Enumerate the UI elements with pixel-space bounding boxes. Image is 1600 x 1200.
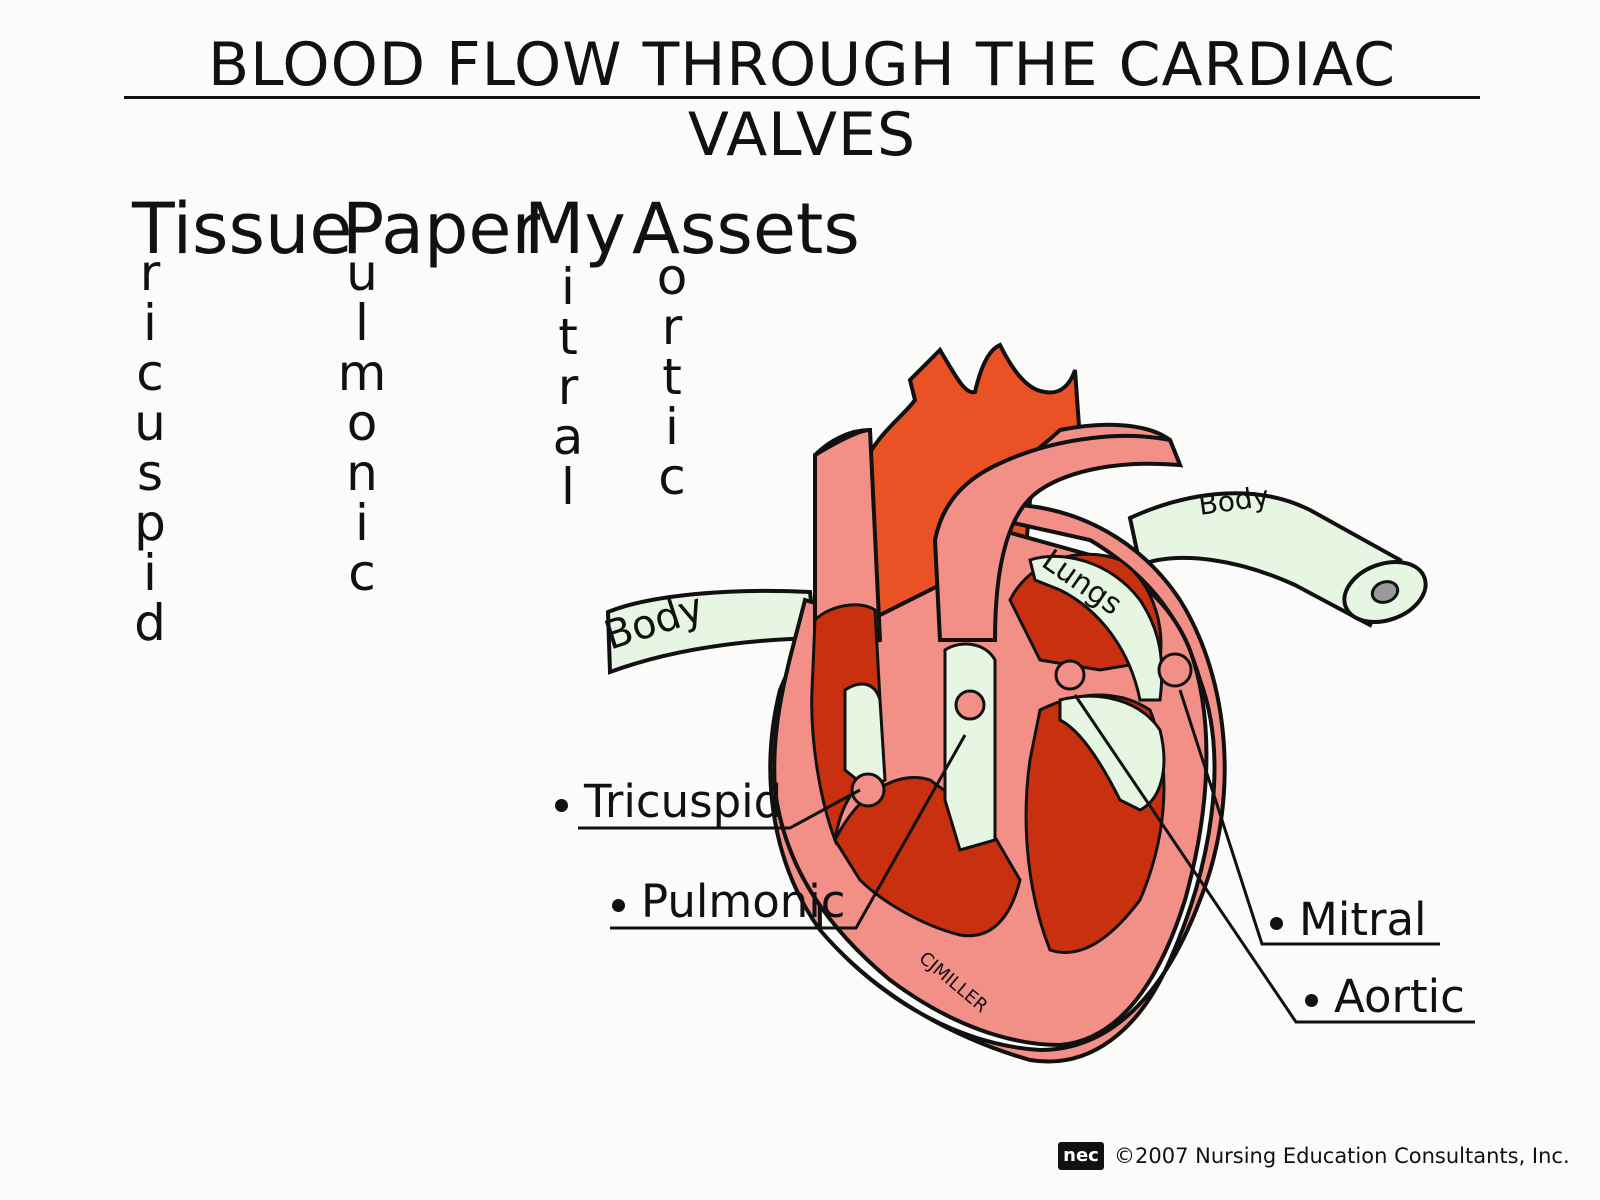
vertical-word-aortic: o r t i c bbox=[652, 252, 692, 502]
label-text: Aortic bbox=[1334, 970, 1465, 1023]
mnemonic-word-my: My bbox=[524, 188, 626, 270]
bullet-icon bbox=[1305, 993, 1318, 1007]
page-title: BLOOD FLOW THROUGH THE CARDIAC VALVES bbox=[207, 30, 1397, 170]
letter: n bbox=[346, 444, 378, 502]
bullet-icon bbox=[612, 898, 625, 912]
aortic-valve bbox=[1054, 659, 1086, 691]
letter: r bbox=[139, 244, 161, 302]
letter: r bbox=[557, 358, 579, 416]
mnemonic-word-paper: Paper bbox=[342, 188, 541, 270]
leader-pulmonic bbox=[610, 734, 967, 930]
vertical-word-pulmonic: u l m o n i c bbox=[338, 244, 387, 602]
letter: t bbox=[662, 348, 682, 406]
letter: u bbox=[346, 244, 378, 302]
mnemonic-word-assets: Assets bbox=[632, 188, 860, 270]
leader-mitral bbox=[1178, 689, 1440, 946]
letter: m bbox=[337, 344, 387, 402]
letter: r bbox=[661, 298, 683, 356]
footer: nec ©2007 Nursing Education Consultants,… bbox=[1058, 1142, 1570, 1170]
letter: i bbox=[561, 258, 575, 316]
flow-band-pulmonary bbox=[943, 642, 997, 852]
logo-icon: nec bbox=[1058, 1142, 1104, 1170]
bullet-icon bbox=[555, 798, 568, 812]
letter: l bbox=[561, 458, 575, 516]
label-text: Pulmonic bbox=[641, 875, 846, 928]
letter: c bbox=[136, 344, 164, 402]
letter: o bbox=[656, 248, 688, 306]
letter: t bbox=[558, 308, 578, 366]
letter: i bbox=[355, 494, 369, 552]
aorta-roll-core bbox=[1370, 580, 1400, 604]
label-pulmonic: Pulmonic bbox=[612, 875, 846, 928]
letter: l bbox=[355, 294, 369, 352]
leader-aortic bbox=[1073, 694, 1475, 1024]
bullet-icon bbox=[1270, 916, 1283, 930]
label-text: Tricuspid bbox=[584, 775, 783, 828]
copyright-text: ©2007 Nursing Education Consultants, Inc… bbox=[1114, 1144, 1570, 1168]
letter: d bbox=[134, 594, 166, 652]
tricuspid-valve bbox=[850, 772, 886, 808]
letter: i bbox=[665, 398, 679, 456]
vertical-word-tricuspid: r i c u s p i d bbox=[130, 248, 170, 648]
leader-tricuspid bbox=[578, 788, 861, 830]
letter: u bbox=[134, 394, 166, 452]
superior-vena-cava bbox=[813, 427, 883, 653]
pulmonic-valve bbox=[954, 689, 986, 721]
label-tricuspid: Tricuspid bbox=[555, 775, 782, 828]
letter: s bbox=[136, 444, 164, 502]
label-text: Mitral bbox=[1299, 893, 1427, 946]
letter: i bbox=[143, 294, 157, 352]
pulmonary-trunk bbox=[932, 434, 1184, 642]
letter: i bbox=[143, 544, 157, 602]
letter: o bbox=[346, 394, 378, 452]
letter: a bbox=[552, 408, 584, 466]
mitral-valve bbox=[1157, 652, 1193, 688]
letter: c bbox=[658, 448, 686, 506]
flow-band-left-ventricle bbox=[1058, 694, 1166, 812]
letter: c bbox=[348, 544, 376, 602]
mnemonic-word-tissue: Tissue bbox=[132, 188, 353, 270]
title-underline bbox=[124, 96, 1480, 99]
label-mitral: Mitral bbox=[1270, 893, 1427, 946]
letter: p bbox=[134, 494, 166, 552]
vertical-word-mitral: i t r a l bbox=[548, 262, 588, 512]
label-aortic: Aortic bbox=[1305, 970, 1465, 1023]
